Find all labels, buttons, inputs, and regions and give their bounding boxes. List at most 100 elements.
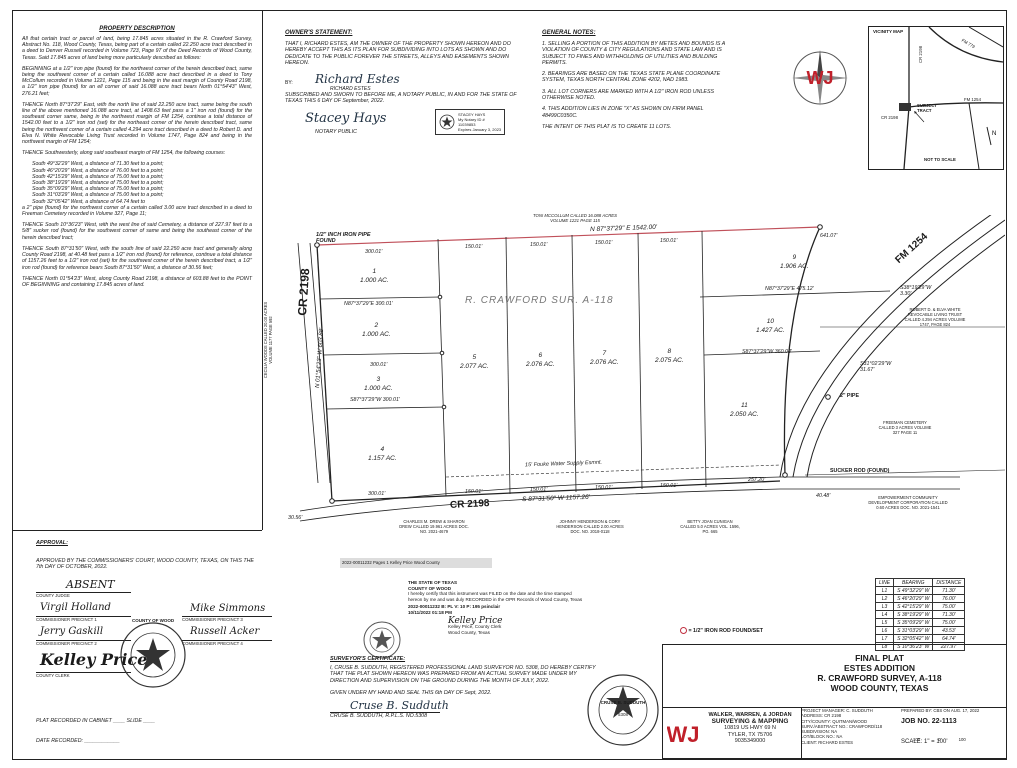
dim-top: 150.01' [660,238,678,244]
seal-line: My Notary ID # 11039853 [458,116,485,127]
owner-name: RICHARD ESTES [330,86,371,93]
note-line: 3. ALL LOT CORNERS ARE MARKED WITH A 1/2… [542,88,715,102]
seal-text: COUNTY OF WOOD [132,618,175,623]
course-line: South 42°15'29" West, a distance of 75.0… [32,173,164,180]
dim-top: 150.01' [465,244,483,250]
by-label: BY: [285,80,293,87]
dim-bottom: 257.20' [748,477,766,483]
plat-title: FINAL PLAT ESTES ADDITION R. CRAWFORD SU… [817,653,942,693]
surveyor-name: CRUSE B. SUDDUTH, R.P.L.S. NO.5308 [330,712,440,719]
notary-text: SUBSCRIBED AND SWORN TO BEFORE ME, A NOT… [285,92,517,105]
description-paragraph: THENCE South 87°31'50" West, with the so… [22,245,252,271]
dim-bottom: 150.01' [595,485,613,491]
commissioner-4: COMMISSIONER PRECINCT 4 [182,640,272,646]
approval-block: APPROVAL: APPROVED BY THE COMMISSIONERS'… [36,540,261,571]
divider [12,530,262,531]
county-seal-icon [120,622,186,688]
firm-city: TYLER, TX 75706 [727,731,773,738]
description-paragraph: a 2" pipe (found) for the northwest corn… [22,204,252,218]
col-header: LINE [874,578,895,587]
dim-top: 150.01' [595,240,613,246]
notary-label: NOTARY PUBLIC [315,128,357,135]
plat-drawing: 1/2" INCH IRON PIPE FOUND N 87°37'29" E … [260,213,1005,550]
dim-top: 641.07' [820,233,838,239]
two-inch-pipe-label: 2" PIPE [840,393,859,399]
dim-bottom: 150.01' [465,489,483,495]
description-paragraph: THENCE North 01°54'23" West, along Count… [22,275,252,288]
signature-mark: Virgil Holland [40,602,111,613]
east-bearing: S38°19'29"W 3.30' [900,285,932,298]
north-neighbor: TONI MCCOLLUM CALLED 16.088 ACRES VOLUME… [532,213,618,223]
notary-signature: Stacey Hays [305,110,387,126]
seal-line: Expires January 3, 2023 [458,126,502,132]
dim-top: 150.01' [530,242,548,248]
neighbor-cunigan: BETTY JOAN CUNIGAN CALLED 5.0 ACRES VOL.… [680,519,740,534]
divider [262,10,263,530]
legend-text: = 1/2" IRON ROD FOUND/SET [688,627,763,634]
owner-heading: OWNER'S STATEMENT: [285,30,353,36]
iron-rod-icon [680,627,687,634]
svg-text:WJ: WJ [807,68,834,88]
road-label: FM 1254 [964,97,981,102]
notes-heading: GENERAL NOTES: [542,30,596,36]
neighbor-cemetery: FREEMAN CEMETERY CALLED 3 ACRES VOLUME 3… [878,420,932,435]
road-label: CR 2198 [917,46,923,63]
legend: = 1/2" IRON ROD FOUND/SET [680,627,763,634]
interior-bearing: N87°37'29"E 300.01' [344,301,393,307]
course-line: South 32°05'42" West, a distance of 64.7… [32,198,145,205]
course-line: South 46°20'29" West, a distance of 76.0… [32,167,164,174]
course-line: South 38°19'29" West, a distance of 75.0… [32,180,164,187]
firm-address: 10819 US HWY 69 N [724,725,776,731]
notary-seal: STACEY HAYS My Notary ID # 11039853 Expi… [435,108,505,135]
owner-signature: Richard Estes [315,72,400,87]
subject-tract-label: SUBJECT TRACT [917,103,938,113]
surveyor-certificate: SURVEYOR'S CERTIFICATE: I, CRUSE B. SUDD… [330,656,600,719]
plat-recorded: PLAT RECORDED IN CABINET ____ SLIDE ____ [36,718,156,724]
signature-mark: Russell Acker [190,626,260,637]
description-paragraph: All that certain tract or parcel of land… [22,36,252,61]
star-seal-icon [439,114,455,130]
neighbor-henderson: JOHNNY HENDERSON & CORY HENDERSON CALLED… [556,519,624,534]
interior-bearing: S87°37'29"W 300.01' [350,397,400,403]
firm-name: WALKER, WARREN, & JORDAN [708,712,792,718]
commissioner-2: COMMISSIONER PRECINCT 2 [36,640,131,646]
svg-text:WJ: WJ [667,722,699,747]
interior-bearing: N87°37'29"E 475.12' [765,286,814,292]
description-paragraph: BEGINNING at a 1/2" iron pipe (found) fo… [22,65,252,97]
county-clerk: COUNTY CLERK [36,672,131,678]
neighbor-woods: CECILIA WOODS CALLED 20.00 ACRES VOLUME … [263,301,273,379]
survey-label: R. CRAWFORD SUR. A-118 [465,295,614,306]
course-line: South 31°03'29" West, a distance of 75.0… [32,192,164,199]
description-paragraph: THENCE North 87°37'29" East, with the no… [22,101,252,146]
col-header: BEARING [893,578,934,587]
approval-heading: APPROVAL: [36,540,68,546]
svg-text:N: N [992,131,996,137]
surveyor-text: I, CRUSE B. SUDDUTH, REGISTERED PROFESSI… [330,665,596,684]
commissioner-3: COMMISSIONER PRECINCT 3 [182,616,272,622]
interior-bearing: S87°37'29"W 360.04' [742,349,792,355]
note-line: 2. BEARINGS ARE BASED ON THE TEXAS STATE… [542,71,721,84]
seal-name: CRUSE B. SUDDUTH [600,700,646,705]
firm-sub: SURVEYING & MAPPING [711,717,789,725]
owner-text: THAT I, RICHARD ESTES, AM THE OWNER OF T… [285,41,511,66]
seal-line: STACEY HAYS [458,111,486,117]
commissioner-1: COMMISSIONER PRECINCT 1 [36,616,131,622]
col-header: DISTANCE [932,578,966,587]
dim-bottom: 300.01' [368,491,386,497]
neighbor-white: ROBERT D. & ELVA WHITE REVOCABLE LIVING … [904,307,966,327]
absent-mark: ABSENT [66,578,115,591]
